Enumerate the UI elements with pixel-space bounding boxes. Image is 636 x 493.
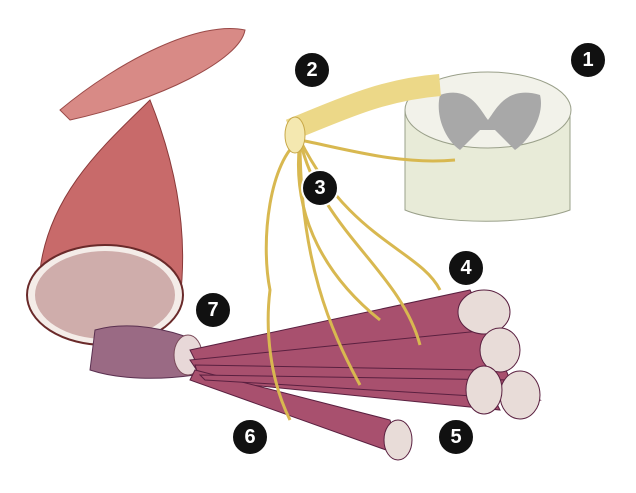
label-marker-3: 3 (301, 169, 339, 207)
label-marker-4: 4 (447, 249, 485, 287)
muscle-fibers (189, 289, 542, 461)
label-marker-5: 5 (437, 418, 475, 456)
label-marker-6: 6 (231, 418, 269, 456)
muscle (26, 99, 184, 346)
label-marker-7: 7 (194, 291, 232, 329)
fascicle-bundle (89, 325, 203, 379)
muscle-belly-top (59, 28, 246, 121)
spinal-cord (404, 71, 572, 222)
label-marker-2: 2 (293, 51, 331, 89)
label-marker-1: 1 (569, 41, 607, 79)
nerve-cut-end (284, 116, 306, 154)
